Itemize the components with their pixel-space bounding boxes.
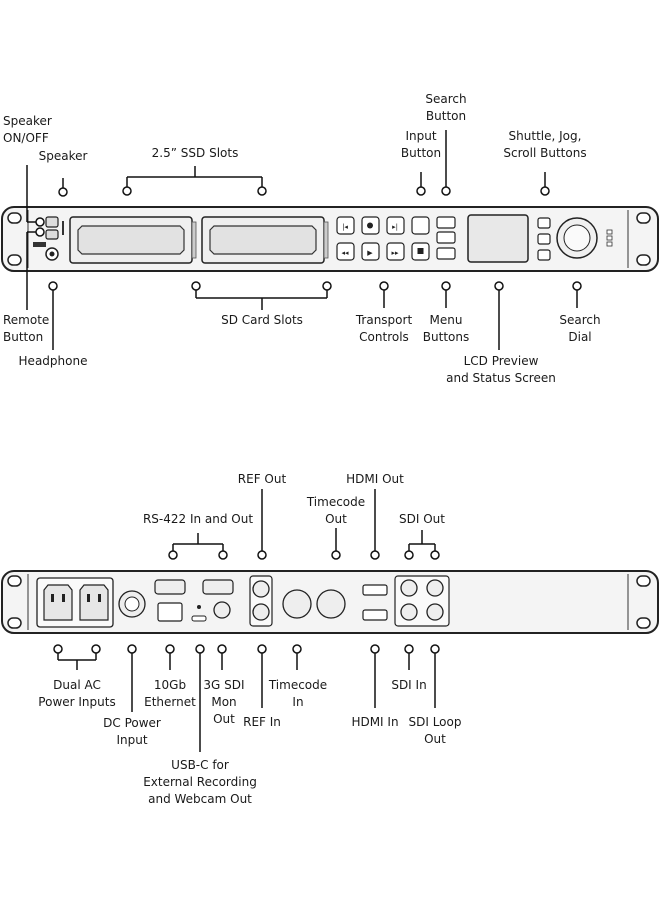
remote-button [45,229,59,240]
label-input-button: Input Button [400,129,442,160]
timecode-out-xlr [316,589,346,619]
svg-text:▶: ▶ [367,249,373,257]
usbc-port [191,615,207,622]
front-leader-lines [26,130,582,350]
status-indicators [606,229,613,247]
label-sdi-out: SDI Out [399,512,445,526]
label-hdmi-in: HDMI In [351,715,399,729]
label-hdmi-out: HDMI Out [346,472,404,486]
rs422-ports [154,579,234,595]
label-shuttle-jog-scroll: Shuttle, Jog, Scroll Buttons [503,129,587,160]
brand-logo [33,242,46,247]
label-transport-controls: Transport Controls [355,313,413,344]
rear-left-rack-ear [7,574,29,630]
sdi-mon-bnc [213,601,231,619]
label-rs422: RS-422 In and Out [142,512,254,526]
menu-buttons-group [436,216,456,260]
hdmi-out-port [362,584,388,596]
lcd-screen [467,214,529,263]
front-right-rack-ear [627,210,651,268]
rear-panel [1,570,659,634]
ref-bncs [249,575,273,627]
front-panel: |◂ ▸| ◂◂ ▶ ▸▸ [1,206,659,272]
label-usbc: USB-C for External Recording and Webcam … [143,758,257,806]
svg-text:|◂: |◂ [342,223,348,231]
ethernet-port [157,602,183,622]
ssd-slot-2 [201,216,329,264]
svg-text:▸▸: ▸▸ [391,249,399,257]
label-menu-buttons: Menu Buttons [422,313,470,344]
label-ssd-slots: 2.5” SSD Slots [151,146,239,160]
label-sdi-loop: SDI Loop Out [408,715,462,746]
ssd-slot-1 [69,216,197,264]
label-timecode-in: Timecode In [268,678,328,709]
label-lcd-preview: LCD Preview and Status Screen [446,354,556,385]
rear-leader-lines [53,489,440,752]
speaker-grille [62,221,64,235]
label-headphone: Headphone [18,354,88,368]
svg-text:▸|: ▸| [392,223,398,231]
front-left-rack-ear [7,210,29,268]
label-dual-ac: Dual AC Power Inputs [38,678,116,709]
label-sdi-in: SDI In [391,678,427,692]
label-remote-button: Remote Button [3,313,50,344]
label-search-dial: Search Dial [559,313,601,344]
label-speaker-on-off: Speaker ON/OFF [3,114,52,145]
ac-power-inputs [36,577,114,628]
speaker-button [45,216,59,228]
label-sd-card-slots: SD Card Slots [221,313,303,327]
label-ref-out: REF Out [237,472,287,486]
shuttle-buttons [537,217,551,261]
svg-text:◂◂: ◂◂ [341,249,349,257]
label-ref-in: REF In [243,715,281,729]
hdmi-in-port [362,609,388,621]
label-3g-sdi-mon: 3G SDI Mon Out [203,678,245,726]
label-10gb-ethernet: 10Gb Ethernet [144,678,196,709]
rear-right-rack-ear [627,574,651,630]
label-timecode-out: Timecode Out [306,495,366,526]
label-search-button: Search Button [425,92,467,123]
timecode-in-xlr [282,589,312,619]
label-dc-power: DC Power Input [103,716,161,747]
sdi-bncs [394,575,450,627]
transport-buttons: |◂ ▸| ◂◂ ▶ ▸▸ [336,216,430,261]
label-speaker: Speaker [38,149,88,163]
